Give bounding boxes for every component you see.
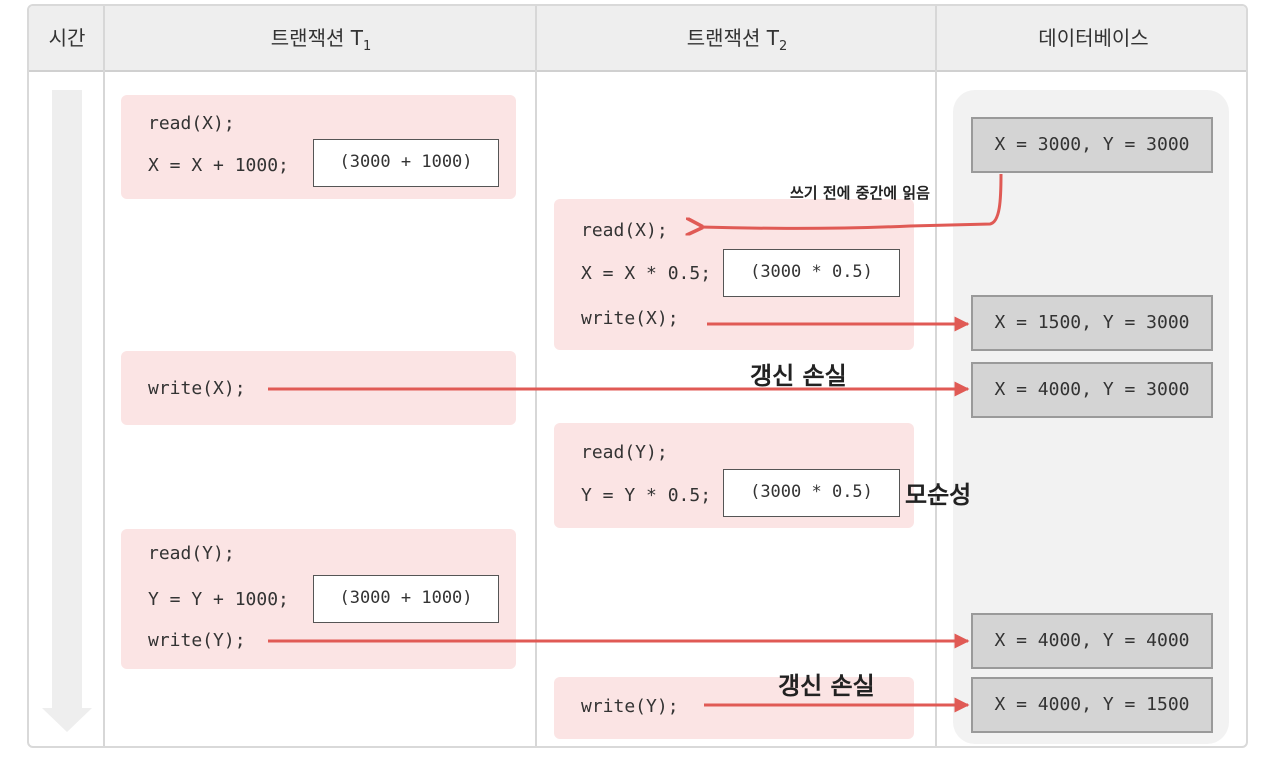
header-t2-label: 트랜잭션 T (686, 26, 779, 50)
header-t1-subscript: 1 (362, 39, 372, 54)
header-transaction-t2: 트랜잭션 T2 (537, 6, 937, 70)
time-arrow-head (42, 708, 92, 732)
code-line: read(Y); (148, 543, 235, 564)
code-line: write(Y); (148, 630, 246, 651)
header-t2-subscript: 2 (778, 39, 788, 54)
calculation-box: (3000 * 0.5) (723, 469, 900, 517)
t2-block-read-write-x: read(X); X = X * 0.5; (3000 * 0.5) write… (554, 199, 914, 350)
db-state: X = 4000, Y = 4000 (971, 613, 1213, 669)
code-line: read(X); (581, 220, 668, 241)
code-line: write(Y); (581, 696, 679, 717)
annotation-dirty-read: 쓰기 전에 중간에 읽음 (790, 184, 930, 202)
header-database: 데이터베이스 (937, 6, 1246, 70)
db-state: X = 1500, Y = 3000 (971, 295, 1213, 351)
code-line: write(X); (148, 378, 246, 399)
column-divider (935, 6, 937, 746)
code-line: Y = Y + 1000; (148, 589, 289, 610)
calculation-box: (3000 * 0.5) (723, 249, 900, 297)
header-time-label: 시간 (48, 26, 86, 50)
table-header: 시간 트랜잭션 T1 트랜잭션 T2 데이터베이스 (29, 6, 1246, 72)
t1-block-read-x: read(X); X = X + 1000; (3000 + 1000) (121, 95, 516, 199)
calculation-box: (3000 + 1000) (313, 139, 499, 187)
time-arrow-shaft (52, 90, 82, 710)
t2-block-read-y: read(Y); Y = Y * 0.5; (3000 * 0.5) (554, 423, 914, 528)
diagram-frame: 시간 트랜잭션 T1 트랜잭션 T2 데이터베이스 (27, 4, 1248, 748)
header-time: 시간 (29, 6, 105, 70)
t2-block-write-y: write(Y); (554, 677, 914, 739)
header-transaction-t1: 트랜잭션 T1 (105, 6, 537, 70)
code-line: Y = Y * 0.5; (581, 485, 712, 506)
code-line: X = X * 0.5; (581, 263, 712, 284)
code-line: write(X); (581, 308, 679, 329)
annotation-lost-update: 갱신 손실 (750, 362, 847, 390)
db-state: X = 3000, Y = 3000 (971, 117, 1213, 173)
code-line: X = X + 1000; (148, 155, 289, 176)
calculation-box: (3000 + 1000) (313, 575, 499, 623)
column-divider (103, 6, 105, 746)
annotation-inconsistency: 모순성 (905, 481, 972, 509)
column-divider (535, 6, 537, 746)
code-line: read(X); (148, 113, 235, 134)
t1-block-read-write-y: read(Y); Y = Y + 1000; (3000 + 1000) wri… (121, 529, 516, 669)
code-line: read(Y); (581, 442, 668, 463)
t1-block-write-x: write(X); (121, 351, 516, 425)
header-db-label: 데이터베이스 (1038, 26, 1149, 50)
db-state: X = 4000, Y = 3000 (971, 362, 1213, 418)
annotation-lost-update: 갱신 손실 (778, 672, 875, 700)
header-t1-label: 트랜잭션 T (270, 26, 363, 50)
db-state: X = 4000, Y = 1500 (971, 677, 1213, 733)
